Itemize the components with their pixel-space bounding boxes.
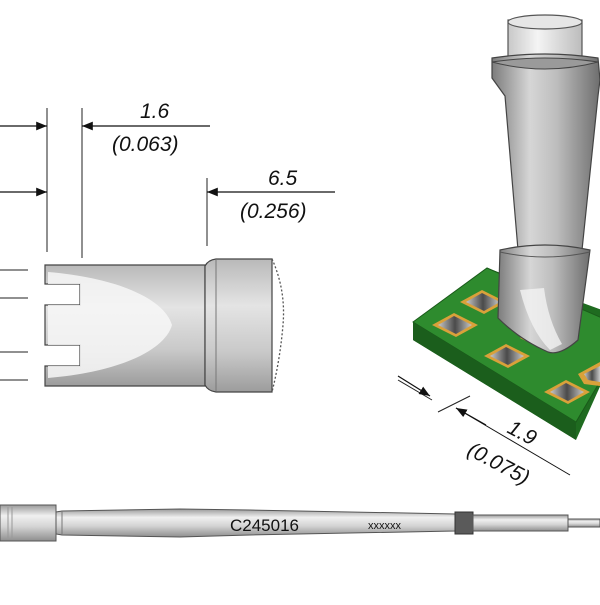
dim-line <box>455 407 571 476</box>
break-line <box>271 258 285 393</box>
barrel-rim <box>491 57 599 70</box>
pcb-edge-front <box>413 322 576 440</box>
smd-chip <box>466 293 500 311</box>
head-highlight <box>520 288 562 350</box>
batch-code: xxxxxx <box>368 520 402 532</box>
smd-chip <box>584 366 600 382</box>
cartridge-view: C245016 xxxxxx <box>0 504 600 542</box>
smd-chip <box>438 316 472 334</box>
extension-line <box>437 395 471 413</box>
part-number: C245016 <box>230 516 299 535</box>
pad-pitch-mm: 1.9 <box>504 416 541 450</box>
sleeve-top <box>507 14 583 30</box>
extension-line <box>397 379 433 401</box>
cartridge-tip-end <box>567 518 600 528</box>
tip-highlight <box>48 272 172 378</box>
cartridge-handle-end <box>0 504 57 542</box>
tip-collar <box>204 258 273 393</box>
cartridge-band <box>454 511 474 535</box>
slot-width-inch: (0.063) <box>112 133 179 156</box>
tip-on-pcb-view: 1.9 (0.075) <box>397 14 600 490</box>
tip-barrel <box>491 53 600 251</box>
tip-length-inch: (0.256) <box>240 200 307 223</box>
dim-arrow <box>397 375 431 397</box>
cartridge-neck <box>472 514 569 532</box>
smd-chip <box>490 347 524 365</box>
smd-chip <box>550 383 584 401</box>
tip-length-mm: 6.5 <box>268 167 298 190</box>
slot-width-mm: 1.6 <box>140 100 170 123</box>
head-seam <box>499 251 591 258</box>
tip-side-view: 1.6 (0.063) 6.5 (0.256) <box>0 100 335 393</box>
